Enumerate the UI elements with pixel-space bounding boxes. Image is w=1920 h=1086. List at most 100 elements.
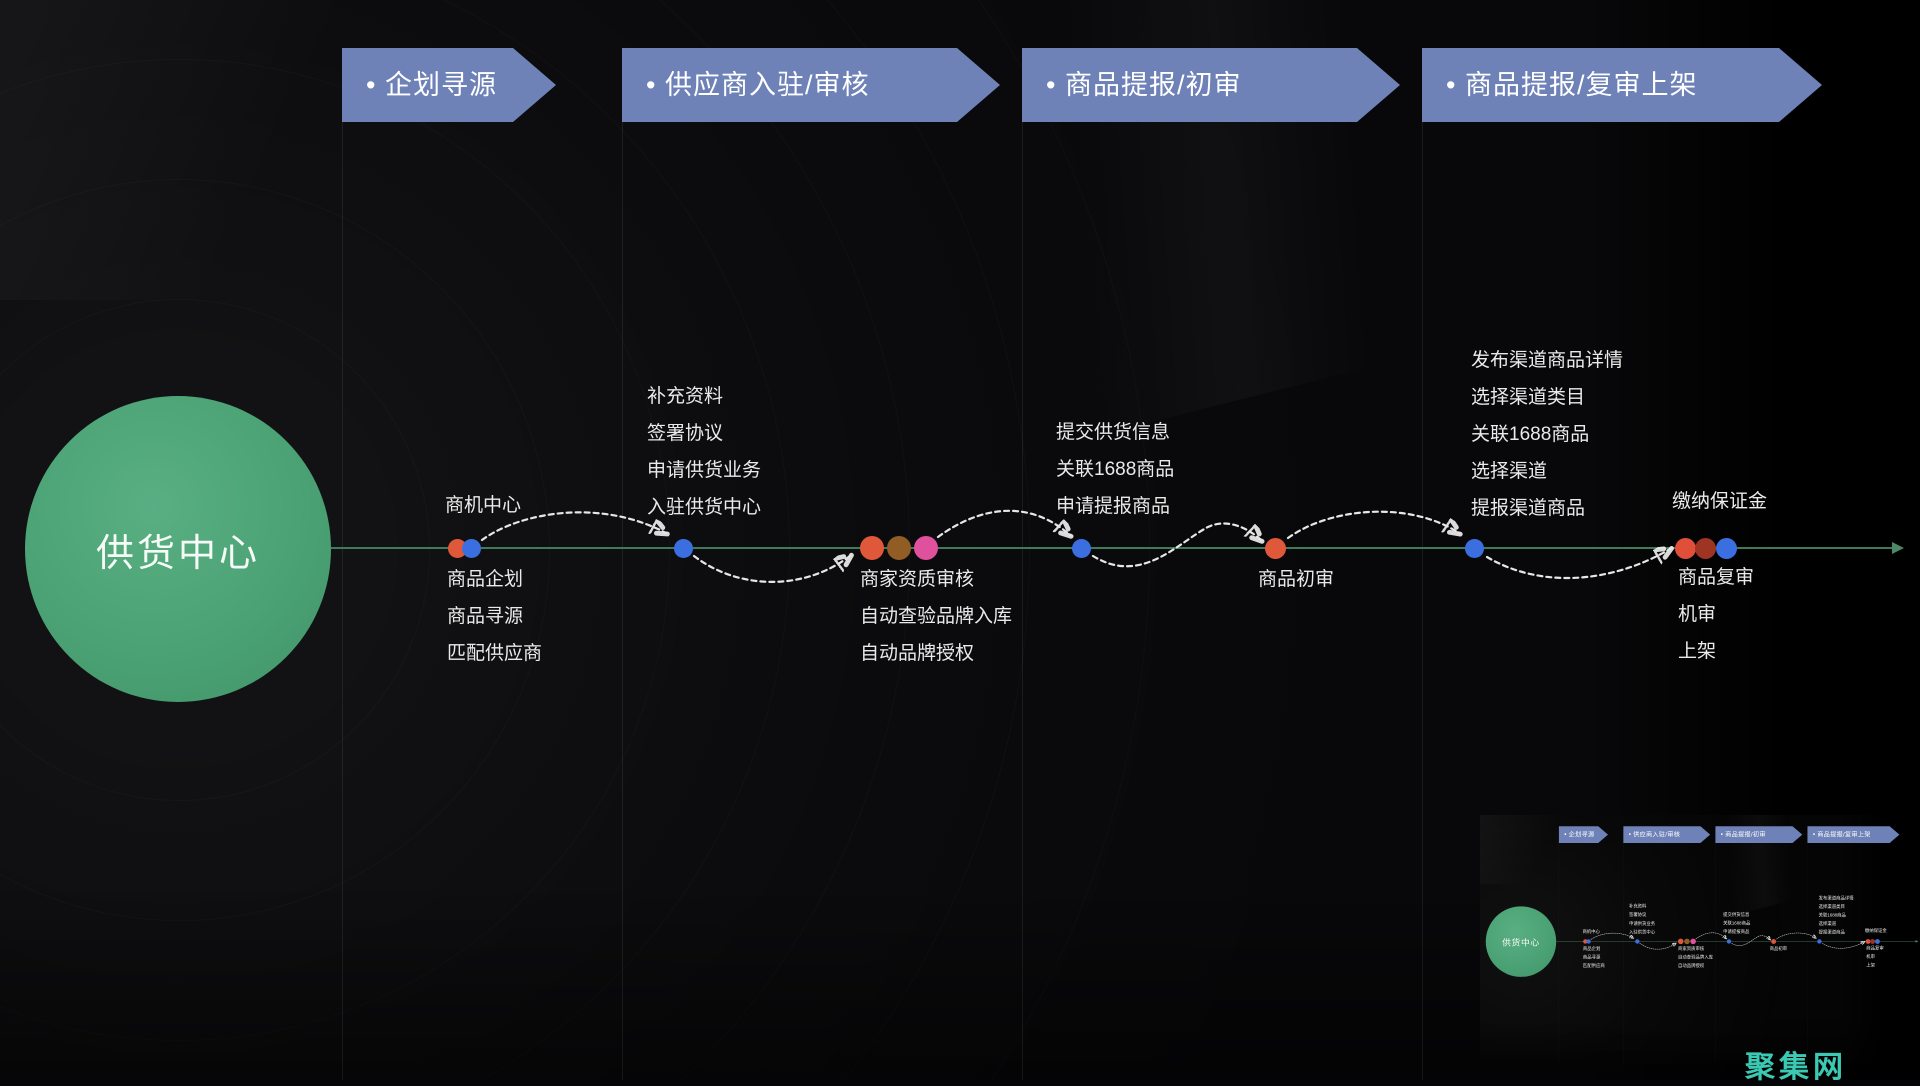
node-label: 缴纳保证金 [1672, 492, 1767, 511]
timeline-arrow-icon [1892, 542, 1904, 554]
node-label: 匹配供应商 [447, 644, 542, 663]
phase-divider [1422, 58, 1423, 1080]
node-label: 补充资料 [1629, 904, 1655, 908]
node-label: 上架 [1678, 642, 1754, 661]
node-1-labels-above: 商机中心 [445, 496, 521, 533]
phase-banner-4: • 商品提报/复审上架 [1807, 826, 1899, 843]
phase-banner-3: • 商品提报/初审 [1715, 826, 1802, 843]
supply-center-label: 供货中心 [1502, 935, 1540, 948]
supply-center-circle: 供货中心 [1486, 906, 1556, 977]
phase-divider [342, 58, 343, 1080]
node-7-dot-blue [1716, 538, 1737, 559]
node-7-dot-maroon [1695, 538, 1716, 559]
phase-banner-2: • 供应商入驻/审核 [622, 48, 1000, 122]
minimap: • 企划寻源 • 供应商入驻/审核 • 商品提报/初审 • 商品提报/复审上架 … [1480, 815, 1920, 1064]
node-3-dot-pink [914, 536, 938, 560]
phase-label: • 供应商入驻/审核 [1629, 831, 1680, 838]
node-label: 申请供货业务 [1629, 921, 1655, 925]
node-label: 申请提报商品 [1056, 497, 1174, 516]
node-6-labels-above: 发布渠道商品详情 选择渠道类目 关联1688商品 选择渠道 提报渠道商品 [1819, 896, 1854, 939]
node-label: 提报渠道商品 [1819, 930, 1854, 934]
node-label: 自动查验品牌入库 [860, 607, 1012, 626]
node-label: 关联1688商品 [1471, 425, 1623, 444]
node-label: 商品寻源 [447, 607, 542, 626]
node-3-dot-orange [1678, 939, 1684, 945]
node-6-dot-blue [1817, 939, 1821, 943]
node-label: 关联1688商品 [1819, 913, 1854, 917]
node-4-dot-blue [1727, 939, 1731, 943]
node-3-labels-below: 商家资质审核 自动查验品牌入库 自动品牌授权 [1678, 946, 1713, 972]
node-5-dot-orange [1771, 939, 1776, 944]
node-6-dot-blue [1465, 539, 1484, 558]
node-label: 商品初审 [1258, 570, 1334, 589]
node-label: 自动品牌授权 [860, 644, 1012, 663]
phase-label: • 企划寻源 [1564, 831, 1594, 838]
node-label: 商品复审 [1678, 568, 1754, 587]
node-3-labels-below: 商家资质审核 自动查验品牌入库 自动品牌授权 [860, 570, 1012, 681]
phase-label: • 供应商入驻/审核 [646, 70, 869, 100]
node-3-dot-brown [887, 536, 911, 560]
node-1-dot-blue [1586, 939, 1590, 943]
node-label: 选择渠道 [1819, 922, 1854, 926]
node-label: 提交供货信息 [1056, 423, 1174, 442]
node-1-dot-blue [462, 539, 481, 558]
phase-label: • 商品提报/初审 [1046, 70, 1241, 100]
phase-label: • 商品提报/复审上架 [1446, 70, 1697, 100]
node-label: 缴纳保证金 [1865, 928, 1887, 932]
node-label: 申请供货业务 [647, 461, 761, 480]
node-2-labels-above: 补充资料 签署协议 申请供货业务 入驻供货中心 [647, 387, 761, 535]
phase-divider [622, 58, 623, 1080]
watermark: 聚集网 [1745, 1042, 1847, 1086]
node-label: 商品企划 [447, 570, 542, 589]
phase-label: • 商品提报/复审上架 [1813, 831, 1871, 838]
node-label: 上架 [1866, 963, 1883, 967]
minimap-diagram: • 企划寻源 • 供应商入驻/审核 • 商品提报/初审 • 商品提报/复审上架 … [1480, 815, 1920, 1064]
timeline-line [331, 547, 1894, 549]
node-7-labels-below: 商品复审 机审 上架 [1678, 568, 1754, 679]
node-label: 选择渠道类目 [1471, 388, 1623, 407]
node-label: 提交供货信息 [1723, 913, 1750, 917]
node-label: 自动查验品牌入库 [1678, 955, 1713, 959]
node-label: 商品企划 [1583, 946, 1605, 950]
node-7-dot-blue [1875, 939, 1880, 944]
node-label: 申请提报商品 [1723, 930, 1750, 934]
background-streak [0, 0, 500, 300]
node-label: 关联1688商品 [1056, 460, 1174, 479]
node-1-labels-below: 商品企划 商品寻源 匹配供应商 [1583, 946, 1605, 972]
node-label: 发布渠道商品详情 [1471, 351, 1623, 370]
node-2-labels-above: 补充资料 签署协议 申请供货业务 入驻供货中心 [1629, 904, 1655, 938]
node-4-labels-above: 提交供货信息 关联1688商品 申请提报商品 [1723, 913, 1750, 939]
node-3-dot-orange [860, 536, 884, 560]
node-5-labels-below: 商品初审 [1770, 946, 1787, 955]
phase-banner-3: • 商品提报/初审 [1022, 48, 1400, 122]
supply-center-circle: 供货中心 [25, 396, 331, 702]
node-label: 商家资质审核 [1678, 946, 1713, 950]
node-5-dot-orange [1265, 538, 1286, 559]
node-label: 机审 [1866, 955, 1883, 959]
node-label: 提报渠道商品 [1471, 499, 1623, 518]
node-5-labels-below: 商品初审 [1258, 570, 1334, 607]
phase-banner-2: • 供应商入驻/审核 [1623, 826, 1710, 843]
node-label: 签署协议 [647, 424, 761, 443]
node-3-dot-pink [1690, 939, 1696, 945]
node-label: 发布渠道商品详情 [1819, 896, 1854, 900]
phase-banner-1: • 企划寻源 [342, 48, 556, 122]
node-label: 关联1688商品 [1723, 921, 1750, 925]
node-4-labels-above: 提交供货信息 关联1688商品 申请提报商品 [1056, 423, 1174, 534]
node-label: 商机中心 [1582, 929, 1599, 933]
node-7-dot-red [1675, 538, 1696, 559]
node-label: 商品复审 [1866, 946, 1883, 950]
node-label: 商家资质审核 [860, 570, 1012, 589]
node-1-labels-below: 商品企划 商品寻源 匹配供应商 [447, 570, 542, 681]
supply-center-label: 供货中心 [96, 522, 260, 577]
phase-banner-4: • 商品提报/复审上架 [1422, 48, 1822, 122]
node-7-labels-below: 商品复审 机审 上架 [1866, 946, 1883, 972]
node-label: 补充资料 [647, 387, 761, 406]
node-label: 选择渠道类目 [1819, 904, 1854, 908]
node-7-labels-above: 缴纳保证金 [1865, 928, 1887, 937]
phase-banner-1: • 企划寻源 [1559, 826, 1608, 843]
node-7-labels-above: 缴纳保证金 [1672, 492, 1767, 529]
node-label: 商机中心 [445, 496, 521, 515]
node-2-dot-blue [1635, 939, 1639, 943]
node-3-dot-brown [1684, 939, 1690, 945]
